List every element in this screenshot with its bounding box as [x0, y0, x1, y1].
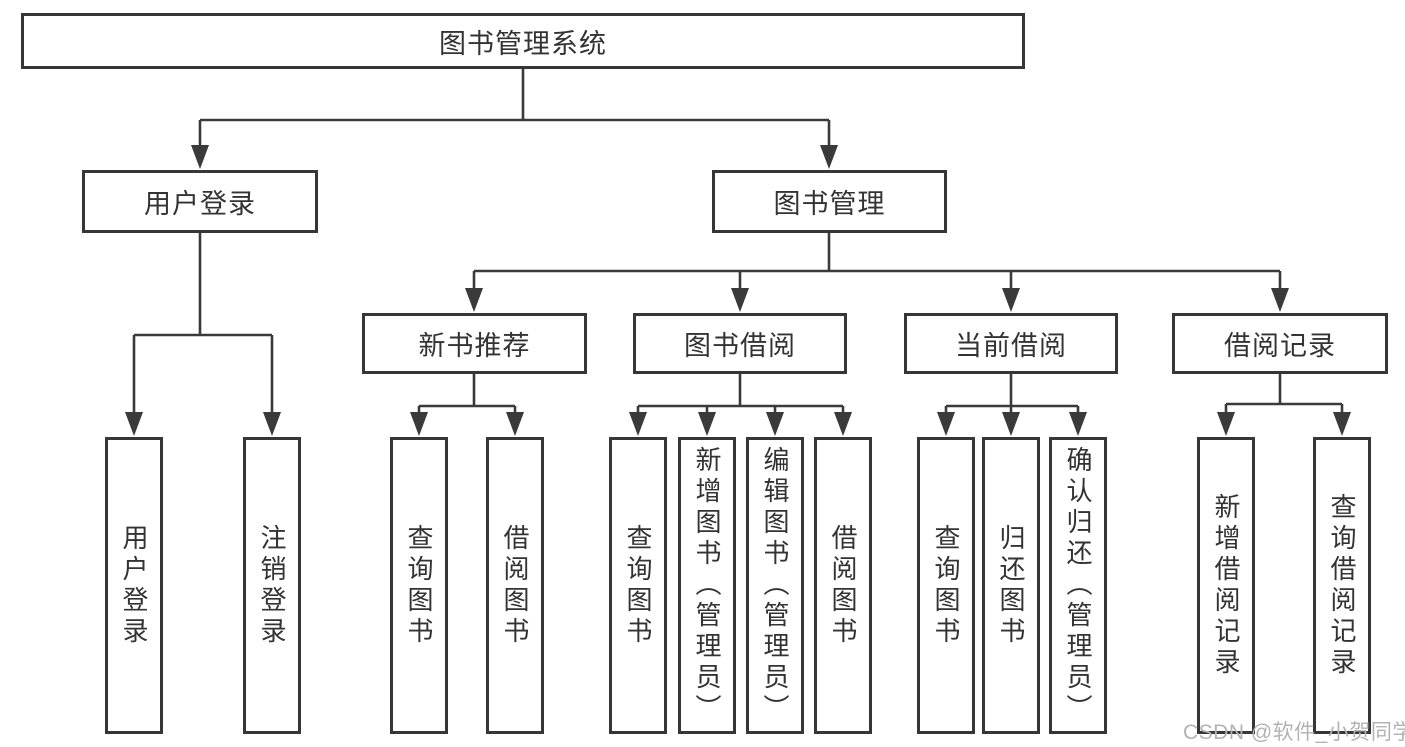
node-root: 图书管理系统	[21, 13, 1025, 69]
node-book-borrowing: 图书借阅	[633, 313, 847, 374]
leaf-add-borrow-record: 新增借阅记录	[1197, 437, 1255, 734]
leaf-confirm-return-admin: 确认归还（管理员）	[1049, 437, 1107, 734]
leaf-query-books-current: 查询图书	[917, 437, 975, 734]
leaf-edit-book-admin: 编辑图书（管理员）	[746, 437, 804, 734]
leaf-user-login: 用户登录	[105, 437, 163, 734]
leaf-query-books-recommend: 查询图书	[390, 437, 448, 734]
leaf-add-book-admin: 新增图书（管理员）	[678, 437, 736, 734]
watermark: CSDN @软件_小贺同学	[1183, 721, 1405, 744]
arrowhead-icons	[125, 145, 1351, 436]
node-book-management: 图书管理	[712, 170, 947, 233]
leaf-query-borrow-record: 查询借阅记录	[1313, 437, 1371, 734]
node-new-book-recommend: 新书推荐	[362, 313, 587, 374]
node-borrowing-records: 借阅记录	[1172, 313, 1388, 374]
node-user-login: 用户登录	[82, 170, 318, 233]
leaf-logout: 注销登录	[243, 437, 301, 734]
leaf-query-books-borrowing: 查询图书	[609, 437, 667, 734]
leaf-borrow-books: 借阅图书	[814, 437, 872, 734]
leaf-return-books: 归还图书	[982, 437, 1040, 734]
leaf-borrow-books-recommend: 借阅图书	[486, 437, 544, 734]
node-current-borrowing: 当前借阅	[904, 313, 1118, 374]
